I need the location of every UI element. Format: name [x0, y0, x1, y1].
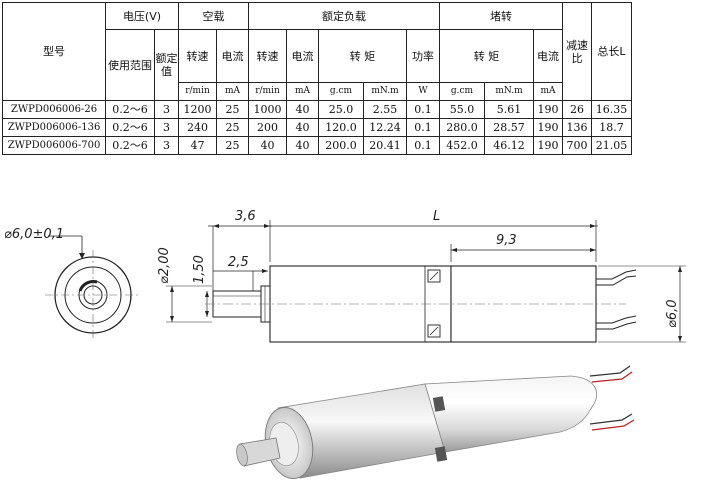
cell-model: ZWPD006006-26 — [2, 100, 106, 119]
cell-length: 16.35 — [591, 100, 632, 119]
dim-length-L: L — [433, 209, 440, 224]
header-st-torque: 转 矩 — [439, 29, 534, 83]
cell-range: 0.2～6 — [105, 100, 155, 119]
dim-2-5: 2,5 — [228, 255, 249, 270]
cell-model: ZWPD006006-136 — [2, 118, 106, 137]
header-stall: 堵转 — [439, 2, 563, 30]
cell-rl-speed: 40 — [248, 136, 287, 155]
cell-st-current: 190 — [533, 118, 563, 137]
cell-ratio: 26 — [562, 100, 592, 119]
side-view — [166, 220, 686, 343]
table-row: ZWPD006006-700 0.2～6 3 47 25 40 40 200.0… — [2, 136, 632, 155]
cell-rl-mnm: 12.24 — [363, 118, 407, 137]
dim-3-6: 3,6 — [235, 209, 256, 224]
cell-rated-v: 3 — [154, 136, 179, 155]
cell-rl-current: 40 — [286, 100, 319, 119]
unit-nl-current: mA — [216, 82, 249, 101]
motor-product-image — [236, 365, 635, 479]
unit-rl-speed: r/min — [248, 82, 287, 101]
dim-diameter-tolerance: ⌀6,0±0,1 — [4, 227, 64, 242]
unit-rl-current: mA — [286, 82, 319, 101]
cell-rl-gcm: 25.0 — [318, 100, 364, 119]
motor-technical-drawing: ⌀6,0±0,1 — [4, 209, 686, 479]
unit-st-current: mA — [533, 82, 563, 101]
cell-rl-gcm: 120.0 — [318, 118, 364, 137]
cell-st-gcm: 280.0 — [439, 118, 485, 137]
cell-rl-power: 0.1 — [406, 118, 440, 137]
header-voltage: 电压(V) — [105, 2, 179, 30]
cell-length: 21.05 — [591, 136, 632, 155]
cell-rl-speed: 1000 — [248, 100, 287, 119]
table-row: ZWPD006006-26 0.2～6 3 1200 25 1000 40 25… — [2, 100, 632, 119]
unit-rl-gcm: g.cm — [318, 82, 364, 101]
cell-nl-speed: 1200 — [178, 100, 217, 119]
header-st-current: 电流 — [533, 29, 563, 83]
unit-st-gcm: g.cm — [439, 82, 485, 101]
cell-nl-speed: 47 — [178, 136, 217, 155]
cell-rated-v: 3 — [154, 100, 179, 119]
cell-rl-power: 0.1 — [406, 100, 440, 119]
cell-model: ZWPD006006-700 — [2, 136, 106, 155]
header-rl-power: 功率 — [406, 29, 440, 83]
cell-nl-current: 25 — [216, 136, 249, 155]
cell-st-gcm: 452.0 — [439, 136, 485, 155]
cell-st-gcm: 55.0 — [439, 100, 485, 119]
cell-nl-speed: 240 — [178, 118, 217, 137]
header-rl-torque: 转 矩 — [318, 29, 407, 83]
cell-nl-current: 25 — [216, 118, 249, 137]
unit-st-mnm: mN.m — [484, 82, 534, 101]
header-rl-speed: 转速 — [248, 29, 287, 83]
unit-nl-speed: r/min — [178, 82, 217, 101]
cell-length: 18.7 — [591, 118, 632, 137]
header-ratio: 减速比 — [562, 2, 592, 101]
dim-diameter-2-00: ⌀2,00 — [157, 247, 172, 284]
header-nl-current: 电流 — [216, 29, 249, 83]
cell-ratio: 700 — [562, 136, 592, 155]
cell-rl-current: 40 — [286, 118, 319, 137]
header-rl-current: 电流 — [286, 29, 319, 83]
dim-1-50: 1,50 — [192, 255, 207, 284]
cell-rl-gcm: 200.0 — [318, 136, 364, 155]
unit-rl-mnm: mN.m — [363, 82, 407, 101]
header-no-load: 空载 — [178, 2, 249, 30]
cell-rl-mnm: 2.55 — [363, 100, 407, 119]
cell-rated-v: 3 — [154, 118, 179, 137]
cell-range: 0.2～6 — [105, 118, 155, 137]
table-row: ZWPD006006-136 0.2～6 3 240 25 200 40 120… — [2, 118, 632, 137]
cell-st-mnm: 28.57 — [484, 118, 534, 137]
header-range: 使用范围 — [105, 29, 155, 101]
unit-rl-power: W — [406, 82, 440, 101]
header-nl-speed: 转速 — [178, 29, 217, 83]
cell-st-mnm: 5.61 — [484, 100, 534, 119]
cell-ratio: 136 — [562, 118, 592, 137]
cell-st-current: 190 — [533, 136, 563, 155]
cell-st-mnm: 46.12 — [484, 136, 534, 155]
cell-range: 0.2～6 — [105, 136, 155, 155]
header-rated-value: 额定值 — [154, 29, 179, 101]
cell-rl-mnm: 20.41 — [363, 136, 407, 155]
header-model: 型号 — [2, 2, 106, 101]
header-length: 总长L — [591, 2, 632, 101]
cell-st-current: 190 — [533, 100, 563, 119]
dim-diameter-6-0: ⌀6,0 — [665, 299, 680, 328]
spec-table: 型号 电压(V) 空载 额定负载 堵转 减速比 总长L 使用范围 额定值 转速 … — [2, 2, 632, 155]
header-rated-load: 额定负载 — [248, 2, 440, 30]
cell-rl-power: 0.1 — [406, 136, 440, 155]
cell-rl-current: 40 — [286, 136, 319, 155]
end-view — [45, 235, 141, 340]
cell-rl-speed: 200 — [248, 118, 287, 137]
dim-9-3: 9,3 — [496, 233, 517, 248]
cell-nl-current: 25 — [216, 100, 249, 119]
